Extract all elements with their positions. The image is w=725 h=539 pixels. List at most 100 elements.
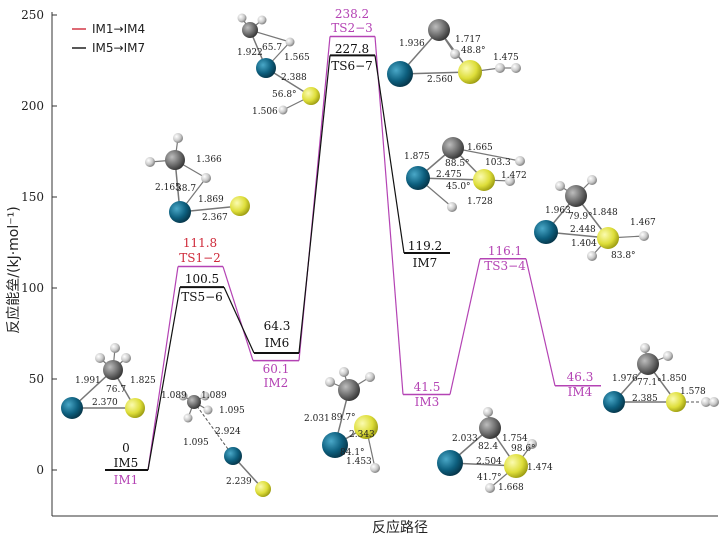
axes bbox=[51, 12, 718, 517]
ts12-value-label: 111.8 bbox=[183, 236, 217, 250]
ts34-value-label: 116.1 bbox=[488, 244, 522, 258]
legend: IM1→IM4 IM5→IM7 bbox=[72, 22, 145, 55]
im5-label: IM5 bbox=[114, 456, 139, 470]
svg-text:38.7: 38.7 bbox=[176, 184, 196, 194]
svg-text:48.8°: 48.8° bbox=[461, 46, 486, 56]
y-tick-label: 100 bbox=[21, 281, 44, 295]
structure-im4: 1.976 77.1° 1.850 1.578 2.385 bbox=[603, 343, 719, 413]
ts56-value-label: 100.5 bbox=[185, 272, 219, 286]
structure-im1: 1.991 1.825 76.7 2.370 bbox=[61, 343, 156, 419]
svg-text:1.875: 1.875 bbox=[404, 152, 430, 162]
svg-text:1.668: 1.668 bbox=[498, 483, 524, 493]
svg-text:83.8°: 83.8° bbox=[611, 251, 636, 261]
im7-label: IM7 bbox=[413, 256, 438, 270]
ts23-value-label: 238.2 bbox=[335, 7, 369, 21]
structure-im2: 2.031 89.7° 2.343 84.1° 1.453 bbox=[304, 367, 380, 473]
ts23-label: TS2−3 bbox=[331, 21, 373, 35]
svg-text:77.1°: 77.1° bbox=[637, 378, 662, 388]
structure-ts23: 1.875 1.665 88.5° 103.3 2.475 1.472 45.0… bbox=[404, 137, 527, 212]
svg-text:2.239: 2.239 bbox=[226, 477, 252, 487]
svg-text:2.031: 2.031 bbox=[304, 414, 330, 424]
ts67-label: TS6−7 bbox=[331, 59, 373, 73]
svg-text:1.467: 1.467 bbox=[630, 218, 656, 228]
legend-label-im1-im4: IM1→IM4 bbox=[92, 22, 145, 36]
svg-text:76.7: 76.7 bbox=[106, 385, 126, 395]
connector-im5-im7-4 bbox=[374, 55, 405, 254]
svg-text:2.924: 2.924 bbox=[215, 427, 241, 437]
structure-ts12: 1.366 2.165 38.7 1.869 2.367 bbox=[145, 133, 250, 223]
svg-text:1.869: 1.869 bbox=[198, 195, 224, 205]
y-tick-label: 50 bbox=[29, 372, 44, 386]
svg-text:1.728: 1.728 bbox=[467, 197, 493, 207]
svg-text:1.665: 1.665 bbox=[467, 143, 493, 153]
svg-text:1.848: 1.848 bbox=[592, 208, 618, 218]
svg-text:1.472: 1.472 bbox=[501, 171, 527, 181]
svg-text:1.475: 1.475 bbox=[493, 53, 519, 63]
im6-value-label: 64.3 bbox=[264, 319, 291, 333]
svg-text:1.506: 1.506 bbox=[252, 107, 278, 117]
connector-im5-im7-1 bbox=[147, 286, 181, 471]
y-tick-label: 150 bbox=[21, 190, 44, 204]
svg-text:2.033: 2.033 bbox=[452, 434, 478, 444]
im2-label: IM2 bbox=[264, 376, 289, 390]
svg-text:2.370: 2.370 bbox=[92, 398, 118, 408]
svg-text:1.578: 1.578 bbox=[680, 387, 706, 397]
svg-text:1.825: 1.825 bbox=[130, 376, 156, 386]
svg-text:1.453: 1.453 bbox=[346, 457, 372, 467]
ts67-value-label: 227.8 bbox=[335, 42, 369, 56]
im3-label: IM3 bbox=[415, 395, 440, 409]
svg-text:2.504: 2.504 bbox=[476, 457, 502, 467]
ts34-label: TS3−4 bbox=[484, 259, 526, 273]
svg-text:1.095: 1.095 bbox=[219, 406, 245, 416]
svg-text:2.475: 2.475 bbox=[436, 170, 462, 180]
structure-im3: 2.033 1.754 82.4 98.6° 2.504 1.474 41.7°… bbox=[437, 407, 553, 493]
connector-im1-im4-6 bbox=[525, 258, 556, 386]
svg-text:1.754: 1.754 bbox=[502, 434, 528, 444]
im1-label: IM1 bbox=[114, 473, 139, 487]
state-labels: 0 IM5 IM1 111.8 TS1−2 100.5 TS5−6 64.3 I… bbox=[114, 7, 594, 487]
svg-text:1.717: 1.717 bbox=[455, 35, 481, 45]
svg-text:103.3: 103.3 bbox=[485, 158, 511, 168]
svg-text:1.963: 1.963 bbox=[545, 206, 571, 216]
svg-text:1.366: 1.366 bbox=[196, 155, 222, 165]
im4-value-label: 46.3 bbox=[567, 370, 594, 384]
structure-ts34: 1.963 79.9° 1.848 1.467 2.448 1.404 83.8… bbox=[534, 175, 656, 261]
svg-text:98.6°: 98.6° bbox=[511, 444, 536, 454]
y-tick-label: 250 bbox=[21, 8, 44, 22]
y-tick-label: 200 bbox=[21, 99, 44, 113]
svg-text:89.7°: 89.7° bbox=[331, 413, 356, 423]
connector-im5-im7-2 bbox=[223, 286, 255, 354]
svg-text:1.089: 1.089 bbox=[161, 391, 187, 401]
im6-label: IM6 bbox=[265, 336, 290, 350]
svg-text:2.385: 2.385 bbox=[632, 394, 658, 404]
svg-text:1.474: 1.474 bbox=[527, 463, 553, 473]
ts56-label: TS5−6 bbox=[181, 290, 223, 304]
svg-text:1.404: 1.404 bbox=[571, 239, 597, 249]
connector-im1-im4-4 bbox=[374, 36, 404, 395]
svg-text:1.936: 1.936 bbox=[399, 39, 425, 49]
svg-text:1.565: 1.565 bbox=[284, 53, 310, 63]
svg-text:1.095: 1.095 bbox=[183, 438, 209, 448]
connector-im1-im4-2 bbox=[222, 266, 254, 361]
y-axis-title: 反应能垒/(kJ·mol⁻¹) bbox=[5, 206, 22, 333]
connector-im1-im4-1 bbox=[147, 266, 179, 471]
svg-text:82.4: 82.4 bbox=[478, 442, 498, 452]
svg-text:2.343: 2.343 bbox=[349, 430, 375, 440]
structure-ts56: 1.922 65.7 1.565 2.388 56.8° 1.506 bbox=[237, 13, 320, 117]
im1-value-label: 0 bbox=[122, 441, 130, 455]
svg-text:1.922: 1.922 bbox=[237, 48, 263, 58]
connector-im5-im7-3 bbox=[298, 55, 331, 354]
svg-text:2.448: 2.448 bbox=[570, 225, 596, 235]
svg-text:41.7°: 41.7° bbox=[477, 473, 502, 483]
svg-text:1.991: 1.991 bbox=[75, 376, 101, 386]
im2-value-label: 60.1 bbox=[263, 362, 290, 376]
structure-im5: 1.089 1.089 1.095 1.095 2.924 2.239 bbox=[161, 391, 271, 497]
svg-text:1.089: 1.089 bbox=[201, 391, 227, 401]
svg-text:65.7: 65.7 bbox=[262, 43, 282, 53]
x-axis-title: 反应路径 bbox=[372, 519, 428, 536]
svg-text:2.388: 2.388 bbox=[281, 73, 307, 83]
svg-text:84.1°: 84.1° bbox=[340, 448, 365, 458]
y-tick-label: 0 bbox=[36, 463, 44, 477]
series-layer bbox=[105, 35, 601, 471]
